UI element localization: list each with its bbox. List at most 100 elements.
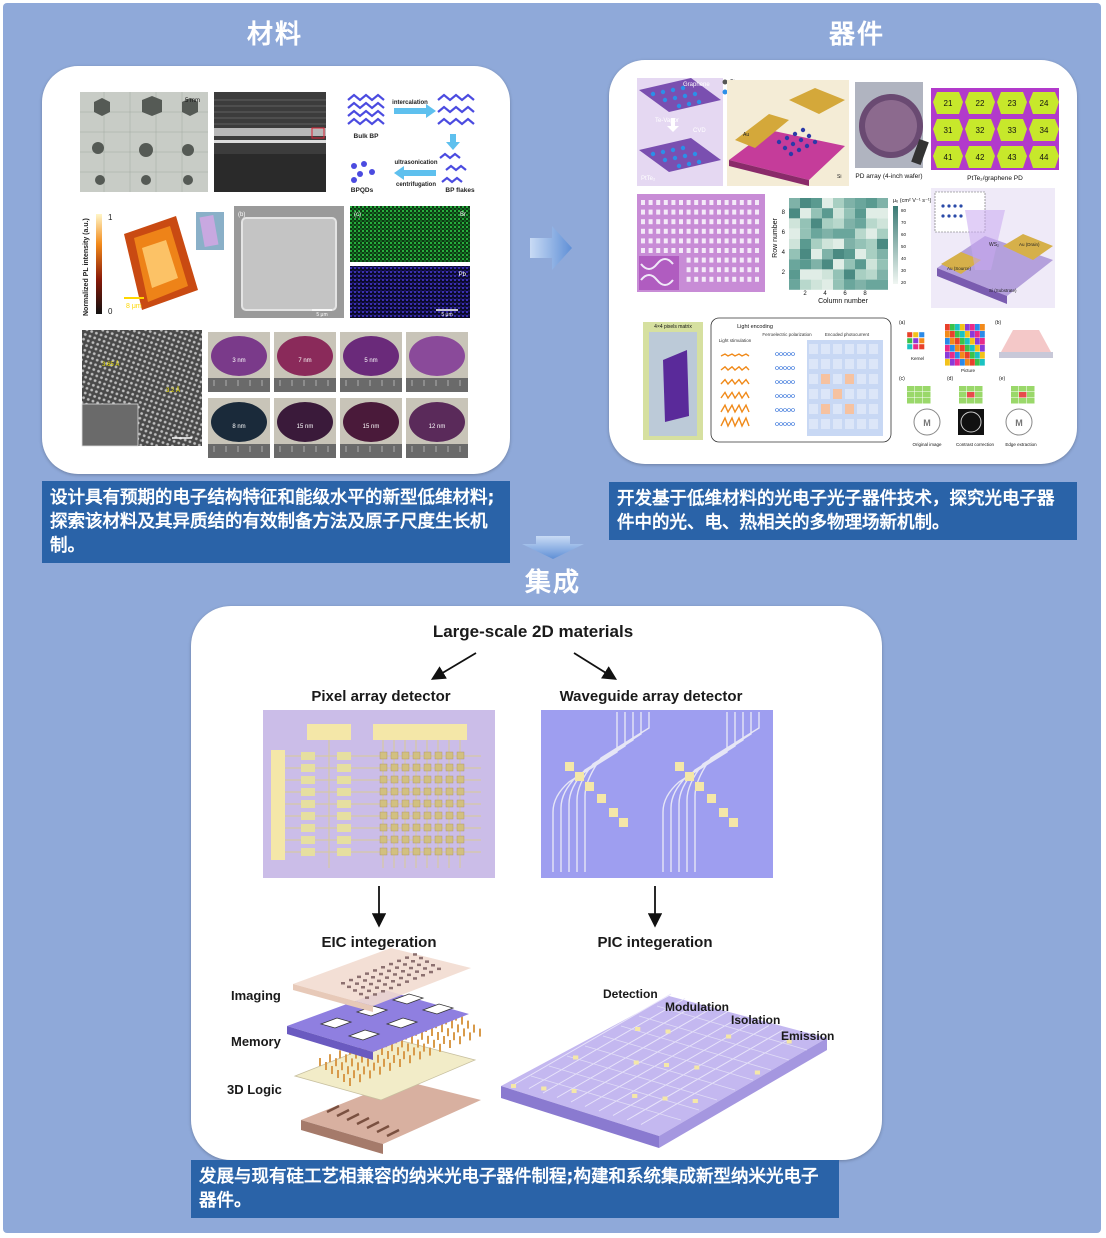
thickness-label: 8 nm — [232, 424, 245, 430]
encoded-label: Encoded photocurrent — [825, 332, 870, 337]
pd-pixel — [965, 119, 995, 141]
bulk-bp-label: Bulk BP — [354, 133, 380, 140]
pic-waveguide — [514, 993, 672, 1085]
pb-label: Pb — [459, 272, 467, 278]
bp-flakes-label: BP flakes — [445, 187, 475, 194]
au-label: Au — [743, 132, 749, 138]
waveguide — [568, 712, 634, 872]
pixel-cell — [301, 776, 315, 784]
colorbar-tick: 70 — [901, 220, 907, 225]
waveguide-detector-pad — [707, 794, 716, 803]
pixel-number: 34 — [1040, 126, 1049, 135]
pixel-cell — [301, 812, 315, 820]
pic-component — [541, 1086, 547, 1091]
cvd-label: CVD — [693, 128, 706, 134]
panel-a-label: (a) — [899, 320, 905, 326]
waveguide-detector-pad — [585, 782, 594, 791]
waveguide-detector-pad — [685, 772, 694, 781]
colorbar-tick: 80 — [901, 208, 907, 213]
panel-d-label: (d) — [947, 376, 953, 382]
arrow-to-waveguide — [573, 652, 618, 680]
right-arrow-icon — [530, 226, 572, 270]
materials-figure: 5 mm — [80, 92, 475, 458]
thickness-label: 5 nm — [364, 358, 377, 364]
ferro-label: Ferroelectric polarization — [762, 332, 812, 337]
eic-3d-stack — [287, 948, 481, 1154]
thickness-label: 3 nm — [232, 358, 245, 364]
waveguide-detector-pad — [719, 808, 728, 817]
waveguide — [584, 712, 650, 872]
pixel-cell — [301, 788, 315, 796]
materials-title: 材料 — [246, 20, 303, 50]
colorbar-tick: 50 — [901, 244, 907, 249]
thickness-label: 7 nm — [298, 358, 311, 364]
pixel-number: 43 — [1008, 153, 1017, 162]
contrast-image-icon — [958, 409, 984, 435]
column-tick: 8 — [863, 291, 867, 297]
projector-beam — [1001, 330, 1051, 352]
colorbar-tick: 30 — [901, 268, 907, 273]
si-label: Si — [837, 174, 841, 180]
br-label: Br — [460, 212, 466, 218]
original-image-label: Original image — [912, 442, 942, 447]
imaging-label: Imaging — [231, 988, 281, 1003]
svg-text:M: M — [1015, 418, 1023, 428]
pl-axis-label: Normalized PL intensity (a.u.) — [83, 218, 90, 316]
pl-colorbar — [96, 214, 102, 314]
waveguide-detector-label: Waveguide array detector — [560, 688, 743, 705]
logic-label: 3D Logic — [227, 1082, 282, 1097]
pd-pixel — [997, 92, 1027, 114]
pixel-number: 44 — [1040, 153, 1049, 162]
down-arrow-icon — [522, 536, 584, 559]
mobility-heatmap — [789, 198, 898, 290]
pd-array-label: PD array (4-inch wafer) — [855, 173, 922, 180]
pic-component — [573, 1055, 579, 1060]
pic-label: PIC integeration — [597, 934, 712, 951]
row-tick: 6 — [782, 230, 786, 236]
thickness-label: 15 nm — [363, 424, 380, 430]
row-tick: 8 — [782, 210, 786, 216]
column-tick: 6 — [843, 291, 847, 297]
column-tick: 2 — [803, 291, 807, 297]
memory-label: Memory — [231, 1034, 282, 1049]
pd-pixel — [965, 92, 995, 114]
pic-component — [632, 1094, 638, 1098]
colorbar-tick: 20 — [901, 280, 907, 285]
detection-label: Detection — [603, 987, 658, 1001]
devices-figure: Pt Te Graphene Te-Vapor CVD PtTe₂ Au Si … — [637, 78, 1059, 447]
edge-image-icon — [1005, 408, 1033, 436]
materials-caption: 设计具有预期的电子结构特征和能级水平的新型低维材料;探索该材料及其异质结的有效制… — [42, 481, 510, 563]
pd-pixel — [1029, 92, 1059, 114]
d1-label: 3.65 Å — [102, 361, 119, 368]
waveguide-detector-pad — [609, 808, 618, 817]
edge-label: Edge extraction — [1005, 442, 1037, 447]
pixel-number: 31 — [944, 126, 953, 135]
panel-b-label-dev: (b) — [995, 320, 1001, 326]
pl-max-label: 1 — [108, 213, 113, 222]
pic-component — [635, 1027, 641, 1031]
large-scale-label: Large-scale 2D materials — [433, 622, 633, 641]
pixel-cell — [301, 764, 315, 772]
bpqds-label: BPQDs — [351, 187, 374, 194]
pic-component — [692, 1099, 698, 1103]
pic-waveguide — [570, 1011, 728, 1103]
ws2-label: WS₂ — [989, 242, 999, 248]
pixel-cell — [301, 824, 315, 832]
br-eds-map — [350, 206, 470, 262]
row-tick: 2 — [782, 270, 786, 276]
bp-schematic: Bulk BP intercalation ultrasonication ce… — [347, 93, 475, 194]
pixel-number: 42 — [976, 153, 985, 162]
pixel-number: 23 — [1008, 99, 1017, 108]
pd-pixel — [1029, 146, 1059, 168]
integration-caption: 发展与现有硅工艺相兼容的纳米光电子器件制程;构建和系统集成新型纳米光电子器件。 — [191, 1160, 839, 1218]
picture-label: Picture — [961, 368, 976, 373]
modulation-label: Modulation — [665, 1000, 729, 1014]
light-encoding-label: Light encoding — [737, 324, 773, 330]
isolation-label: Isolation — [731, 1013, 780, 1027]
pic-component — [665, 1029, 671, 1034]
pd-pixel — [933, 146, 963, 168]
pttez-pd-label: PtTe₂/graphene PD — [967, 175, 1023, 182]
row-tick: 4 — [782, 250, 786, 256]
pic-waveguide — [556, 1007, 714, 1098]
scale-5um-a-label: 5 μm — [316, 312, 327, 318]
